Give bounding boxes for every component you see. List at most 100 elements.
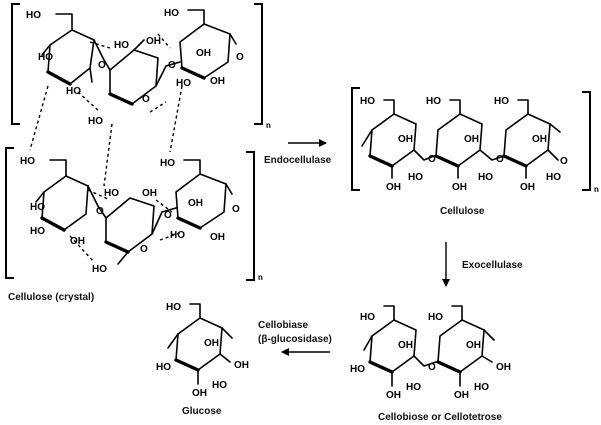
crystal-atom-ho-4: HO bbox=[114, 40, 129, 51]
crystal-bottom-ring-2-bold-edge bbox=[104, 240, 130, 254]
crystal-atom-o-1: O bbox=[98, 60, 106, 71]
glucose-atom-ho-2: HO bbox=[156, 362, 171, 373]
crystal-atom-ho-2: HO bbox=[38, 52, 53, 63]
cellulose-chain-structure: n HO HO HO OH OH OH O O O HO HO HO OH OH… bbox=[351, 87, 599, 194]
cellobiose-atom-ho-2: HO bbox=[428, 312, 443, 323]
crystal-atom-o-7: O bbox=[140, 244, 148, 255]
crystal-bottom-ring-1-bold-edge bbox=[40, 216, 66, 232]
cellulose-atom-o-3: O bbox=[560, 156, 568, 167]
cellulose-atom-ho-5: HO bbox=[478, 172, 493, 183]
cellobiose-atom-ho-3: HO bbox=[350, 364, 365, 375]
crystal-atom-ho-5: HO bbox=[164, 8, 179, 19]
glucose-atom-oh-1: OH bbox=[204, 338, 219, 349]
cellobiose-atom-ho-4: HO bbox=[406, 382, 421, 393]
cellulose-crystal-label: Cellulose (crystal) bbox=[8, 292, 94, 303]
crystal-atom-ho-13: HO bbox=[170, 230, 185, 241]
glucose-atom-oh-2: OH bbox=[234, 360, 249, 371]
hydrogen-bonds bbox=[29, 33, 183, 263]
cellulose-atom-oh-1: OH bbox=[398, 134, 413, 145]
cellulose-label: Cellulose bbox=[440, 206, 485, 217]
cellulose-atom-ho-4: HO bbox=[408, 172, 423, 183]
cellulose-atom-ho-2: HO bbox=[426, 96, 441, 107]
cellobiose-substituents bbox=[363, 305, 495, 387]
cellulose-ring-2-bold-edge bbox=[434, 154, 460, 168]
cellobiose-atom-ho-5: HO bbox=[474, 382, 489, 393]
crystal-top-left-bracket bbox=[11, 3, 20, 125]
cellulose-right-bracket bbox=[582, 91, 591, 191]
beta-glucosidase-label: (β-glucosidase) bbox=[258, 334, 332, 345]
cellulose-ring-1-bold-edge bbox=[368, 154, 394, 168]
cellobiose-label: Cellobiose or Cellotetrose bbox=[378, 412, 502, 423]
cellobiose-ring-1-bold-edge bbox=[368, 360, 394, 374]
crystal-atom-o-4: O bbox=[236, 52, 244, 63]
crystal-atom-oh-4: OH bbox=[70, 236, 85, 247]
cellulose-atom-oh-6: OH bbox=[520, 182, 535, 193]
repeat-n-top: n bbox=[266, 121, 271, 130]
cellulose-left-bracket bbox=[351, 87, 360, 191]
crystal-atom-oh-1: OH bbox=[146, 36, 161, 47]
cellulose-atom-oh-4: OH bbox=[386, 182, 401, 193]
crystal-top-ring-2-bold-edge bbox=[108, 92, 134, 106]
crystal-atom-o-5: O bbox=[96, 206, 104, 217]
crystal-bottom-substituents bbox=[35, 159, 233, 265]
crystal-bottom-left-bracket bbox=[5, 147, 14, 279]
cellobiase-label: Cellobiase bbox=[258, 320, 308, 331]
cellobiose-atom-ho-1: HO bbox=[360, 312, 375, 323]
crystal-atom-o-8: O bbox=[232, 204, 240, 215]
cellobiose-atom-oh-5: OH bbox=[454, 390, 469, 401]
crystal-atom-o-6: O bbox=[164, 210, 172, 221]
glucose-atom-ho-3: HO bbox=[212, 380, 227, 391]
repeat-n-cellulose: n bbox=[594, 185, 599, 194]
cellulose-atom-ho-6: HO bbox=[546, 172, 561, 183]
cellulose-atom-oh-2: OH bbox=[464, 134, 479, 145]
cellobiose-atom-oh-1: OH bbox=[398, 340, 413, 351]
crystal-top-right-bracket bbox=[254, 3, 263, 125]
crystal-atom-o-3: O bbox=[142, 94, 150, 105]
crystal-atom-oh-3: OH bbox=[210, 76, 225, 87]
cellulose-ring-3-bold-edge bbox=[502, 154, 528, 168]
crystal-atom-ho-9: HO bbox=[30, 202, 45, 213]
crystal-bottom-ring-3-bold-edge bbox=[176, 216, 202, 230]
crystal-top-substituents bbox=[41, 9, 237, 87]
cellobiose-atom-oh-2: OH bbox=[466, 340, 481, 351]
crystal-atom-ho-10: HO bbox=[30, 226, 45, 237]
glucose-structure: HO OH HO OH HO OH bbox=[156, 302, 249, 399]
cellulose-atom-ho-3: HO bbox=[494, 96, 509, 107]
crystal-atom-ho-14: HO bbox=[92, 264, 107, 275]
repeat-n-bottom: n bbox=[258, 273, 263, 282]
cellobiose-structure: HO HO OH OH O HO OH HO HO OH OH bbox=[350, 305, 511, 401]
crystal-atom-ho-8: HO bbox=[20, 156, 35, 167]
cellulose-substituents bbox=[361, 99, 561, 179]
endocellulase-label: Endocellulase bbox=[264, 155, 332, 166]
cellobiose-atom-oh-3: OH bbox=[496, 362, 511, 373]
cellulose-atom-o-1: O bbox=[428, 154, 436, 165]
glucose-label: Glucose bbox=[182, 406, 222, 417]
crystal-atom-ho-6: HO bbox=[176, 78, 191, 89]
crystal-atom-ho-7: HO bbox=[88, 116, 103, 127]
glucose-substituents bbox=[167, 303, 233, 385]
crystal-atom-ho-12: HO bbox=[160, 158, 175, 169]
crystal-top-ring-3-bold-edge bbox=[180, 66, 206, 80]
crystal-atom-oh-7: OH bbox=[210, 232, 225, 243]
glucose-atom-ho-1: HO bbox=[166, 302, 181, 313]
cellulose-atom-o-2: O bbox=[496, 154, 504, 165]
crystal-atom-oh-2: OH bbox=[196, 48, 211, 59]
exocellulase-label: Exocellulase bbox=[462, 260, 523, 271]
glucose-ring-bold-edge bbox=[174, 358, 200, 372]
cellulose-atom-oh-3: OH bbox=[532, 134, 547, 145]
cellulose-crystal-structure: n n HO HO HO HO O OH HO O O HO OH OH bbox=[5, 3, 271, 282]
cellulose-atom-ho-1: HO bbox=[360, 96, 375, 107]
crystal-atom-oh-6: OH bbox=[188, 198, 203, 209]
crystal-atom-o-2: O bbox=[168, 60, 176, 71]
crystal-atom-ho-1: HO bbox=[26, 10, 41, 21]
crystal-atom-ho-11: HO bbox=[104, 188, 119, 199]
cellobiose-atom-oh-4: OH bbox=[386, 390, 401, 401]
crystal-atom-oh-5: OH bbox=[142, 188, 157, 199]
cellobiose-ring-2-bold-edge bbox=[436, 360, 462, 374]
cellulose-atom-oh-5: OH bbox=[452, 182, 467, 193]
crystal-atom-ho-3: HO bbox=[66, 86, 81, 97]
crystal-top-ring-1-bold-edge bbox=[46, 70, 72, 86]
cellobiose-atom-o-1: O bbox=[428, 362, 436, 373]
crystal-bottom-right-bracket bbox=[246, 151, 255, 281]
